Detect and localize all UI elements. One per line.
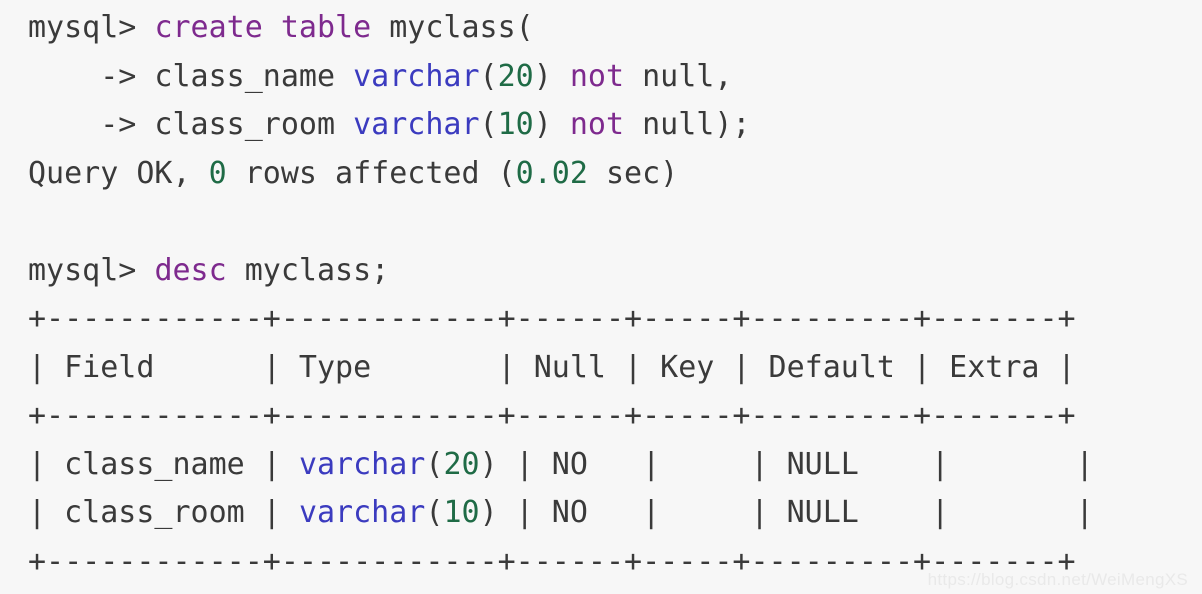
token-plain: ) | NO | | xyxy=(479,446,787,482)
watermark-url: https://blog.csdn.net/WeiMengXS xyxy=(927,570,1188,589)
token-plain: ( xyxy=(425,495,444,530)
token-number: 20 xyxy=(443,446,480,482)
token-plain: rows affected ( xyxy=(226,155,516,191)
token-plain: , xyxy=(714,58,733,94)
token-plain: -> class_name xyxy=(28,58,354,94)
token-plain: ) xyxy=(533,107,570,142)
token-number: 0 xyxy=(208,155,227,191)
token-plain: mysql> xyxy=(28,252,155,288)
terminal-line-prompt: mysql> desc myclass; xyxy=(28,247,1094,296)
terminal-line-row: | class_name | varchar(20) | NO | | NULL… xyxy=(28,441,1094,490)
token-number: 0.02 xyxy=(515,155,588,191)
terminal-line-prompt: mysql> create table myclass( xyxy=(28,4,1094,53)
token-plain: mysql> xyxy=(28,10,155,45)
token-plain: Query OK, xyxy=(28,155,209,191)
terminal-line-rule: +------------+------------+------+-----+… xyxy=(28,392,1094,441)
token-plain: ) xyxy=(533,58,570,94)
token-plain: | class_room | xyxy=(28,495,299,530)
token-plain: | Key | Default | Extra | xyxy=(605,349,1076,385)
token-plain: +------------+------------+------+-----+… xyxy=(28,398,1076,433)
token-plain: -> class_room xyxy=(28,107,354,142)
token-constant: NULL xyxy=(786,446,859,482)
terminal-line-row: | class_room | varchar(10) | NO | | NULL… xyxy=(28,489,1094,538)
token-plain: ( xyxy=(479,107,498,142)
token-constant: NULL xyxy=(786,495,859,530)
token-plain: | | xyxy=(858,446,1094,482)
token-plain: +------------+------------+------+-----+… xyxy=(28,543,1076,579)
token-type: varchar xyxy=(353,58,480,94)
terminal-line-continuation: -> class_name varchar(20) not null, xyxy=(28,53,1094,102)
token-plain: myclass( xyxy=(371,10,534,45)
token-constant: Null xyxy=(533,349,606,385)
token-plain: ( xyxy=(425,446,444,482)
token-number: 10 xyxy=(443,495,480,530)
terminal-line-status: Query OK, 0 rows affected (0.02 sec) xyxy=(28,150,1094,199)
token-keyword: not xyxy=(569,107,625,142)
token-constant: null xyxy=(642,107,715,142)
token-plain: sec) xyxy=(587,155,679,191)
token-plain: ( xyxy=(479,58,498,94)
token-plain xyxy=(624,59,642,94)
token-keyword: create table xyxy=(154,10,372,45)
token-plain: myclass; xyxy=(226,252,390,288)
token-plain: | class_name | xyxy=(28,446,299,482)
token-keyword: not xyxy=(569,58,625,94)
terminal-line-continuation: -> class_room varchar(10) not null); xyxy=(28,101,1094,150)
token-type: varchar xyxy=(353,107,480,142)
token-plain: ) | NO | | xyxy=(479,495,787,530)
terminal-line-header: | Field | Type | Null | Key | Default | … xyxy=(28,344,1094,393)
token-plain xyxy=(624,107,642,142)
terminal-line-rule: +------------+------------+------+-----+… xyxy=(28,538,1094,587)
terminal-line-blank xyxy=(28,198,1094,247)
token-plain: ); xyxy=(714,107,751,142)
token-number: 10 xyxy=(497,107,534,142)
token-plain: +------------+------------+------+-----+… xyxy=(28,301,1076,336)
token-plain: | Field | Type | xyxy=(28,349,534,385)
token-plain: | | xyxy=(858,495,1094,530)
token-type: varchar xyxy=(298,495,426,530)
token-keyword: desc xyxy=(154,252,227,288)
terminal-line-rule: +------------+------------+------+-----+… xyxy=(28,295,1094,344)
token-type: varchar xyxy=(298,446,426,482)
terminal-output: mysql> create table myclass( -> class_na… xyxy=(28,4,1094,586)
token-constant: null xyxy=(642,58,715,94)
token-number: 20 xyxy=(497,58,534,94)
